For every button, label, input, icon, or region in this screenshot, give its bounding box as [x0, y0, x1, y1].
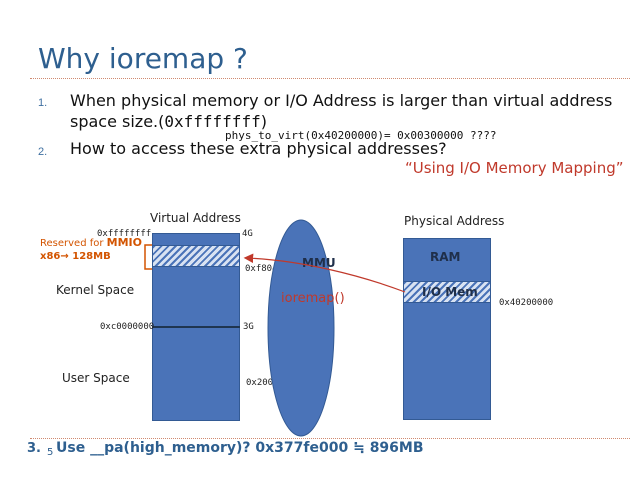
- reserved-size: 128MB: [72, 251, 111, 262]
- mmu-ellipse: [267, 219, 335, 437]
- user-space-label: User Space: [62, 371, 130, 385]
- io-mem-label: I/O Mem: [422, 285, 478, 299]
- title-divider: [30, 78, 630, 79]
- kernel-space-label: Kernel Space: [56, 283, 135, 297]
- item-1-line2-code: 0xffffffff: [164, 112, 261, 131]
- slide-title: Why ioremap ?: [38, 42, 248, 75]
- reserved-prefix: Reserved for: [40, 238, 107, 249]
- reserved-arrow-icon: →: [60, 251, 69, 262]
- addr-0xf8044000: 0xf8044000: [245, 264, 300, 274]
- reserved-x86: x86: [40, 251, 61, 262]
- reserved-bracket-icon: [144, 244, 152, 270]
- physical-address-title: Physical Address: [404, 214, 505, 228]
- addr-0x40200000: 0x40200000: [499, 298, 554, 308]
- item-1-number: 1.: [38, 97, 48, 109]
- io-memory-mapping-quote: “Using I/O Memory Mapping”: [405, 159, 624, 177]
- virtual-address-title: Virtual Address: [150, 211, 241, 225]
- item-1-line2-prefix: space size.(: [70, 112, 165, 131]
- mmu-label: MMU: [302, 256, 336, 270]
- page-number: 5: [47, 447, 54, 458]
- mmio-reserved-region: [152, 245, 240, 267]
- bottom-divider: [30, 438, 630, 439]
- ioremap-mapping-arrow-icon: [243, 253, 406, 293]
- item-1-line2-suffix: ): [260, 112, 267, 131]
- item-1-line2: space size.(0xffffffff): [70, 112, 267, 131]
- addr-0xc0000000: 0xc0000000: [100, 322, 155, 332]
- item-3-text: Use __pa(high_memory)? 0x377fe000 ≒ 896M…: [56, 440, 424, 456]
- reserved-note-line1: Reserved for MMIO: [40, 236, 142, 249]
- label-4g: 4G: [242, 229, 253, 239]
- reserved-note-line2: x86→ 128MB: [40, 251, 111, 262]
- reserved-mmio: MMIO: [106, 236, 142, 249]
- physical-address-column: [403, 238, 491, 420]
- item-2-text: How to access these extra physical addre…: [70, 139, 447, 158]
- ioremap-label: ioremap(): [281, 291, 345, 306]
- addr-0xffffffff: 0xffffffff: [97, 229, 152, 239]
- kernel-user-boundary-line: [152, 326, 240, 328]
- item-1-line1: When physical memory or I/O Address is l…: [70, 91, 613, 110]
- item-2-number: 2.: [38, 146, 48, 158]
- label-3g: 3G: [243, 322, 254, 332]
- item-3-number: 3.: [27, 441, 41, 456]
- ram-label: RAM: [430, 250, 461, 264]
- addr-0x200000: 0x200000: [246, 378, 290, 388]
- phys-to-virt-note: phys_to_virt(0x40200000)= 0x00300000 ???…: [225, 129, 497, 142]
